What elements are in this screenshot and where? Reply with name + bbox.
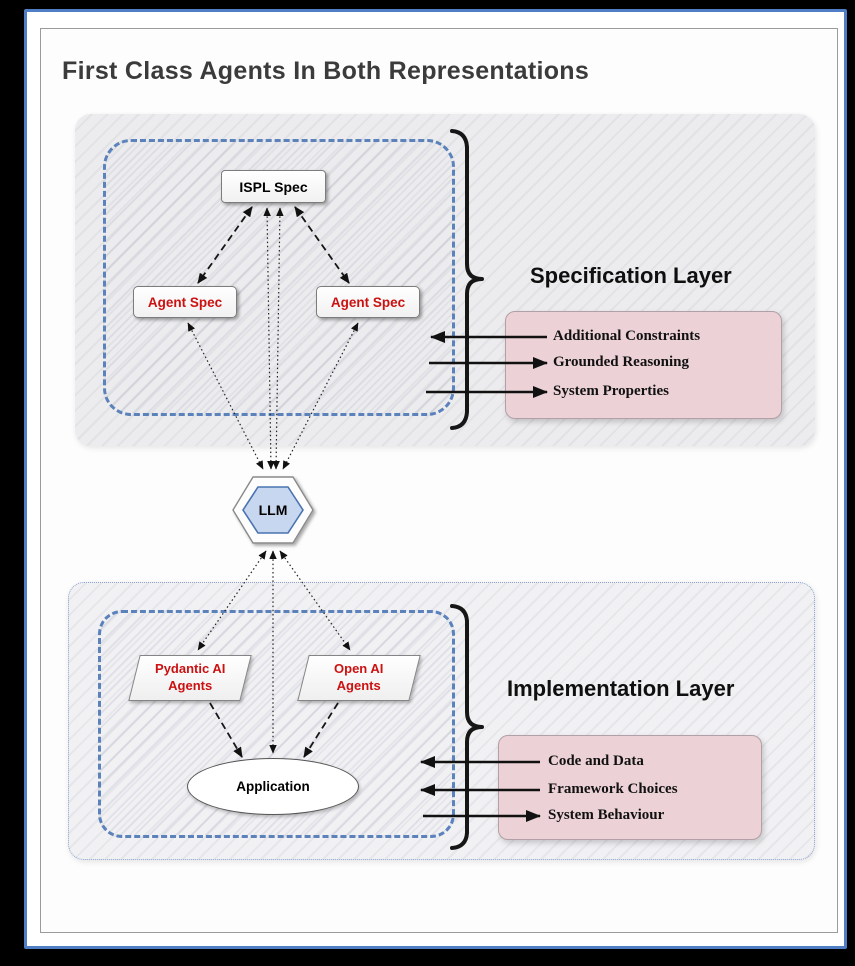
legend-item-system-behaviour: System Behaviour [548, 807, 665, 823]
ispl-spec-node: ISPL Spec [221, 170, 326, 203]
agent-spec-node-right: Agent Spec [316, 286, 420, 318]
agent-spec-node-left: Agent Spec [133, 286, 237, 318]
legend-item-framework-choices: Framework Choices [548, 781, 678, 797]
spec-legend-box [505, 311, 782, 419]
ispl-spec-label: ISPL Spec [239, 178, 308, 195]
pydantic-ai-agents-node: Pydantic AI Agents [128, 655, 252, 701]
openai-label-line1: Open AI [334, 661, 384, 677]
legend-item-grounded-reasoning: Grounded Reasoning [553, 354, 690, 370]
application-label: Application [236, 779, 310, 794]
openai-label-line2: Agents [336, 678, 382, 693]
specification-layer-label: Specification Layer [530, 263, 732, 288]
implementation-layer-label: Implementation Layer [507, 676, 735, 701]
pydantic-label-line2: Agents [167, 678, 213, 693]
open-ai-agents-label: Open AI Agents [334, 661, 383, 695]
legend-item-system-properties: System Properties [553, 383, 669, 399]
impl-legend-box [498, 735, 762, 840]
diagram-title: First Class Agents In Both Representatio… [62, 57, 590, 85]
pydantic-label-line1: Pydantic AI [154, 661, 226, 677]
agent-spec-left-label: Agent Spec [147, 294, 223, 310]
pydantic-ai-agents-label: Pydantic AI Agents [155, 661, 225, 695]
open-ai-agents-node: Open AI Agents [297, 655, 421, 701]
application-node: Application [187, 758, 359, 815]
agent-spec-right-label: Agent Spec [330, 294, 406, 310]
legend-item-code-and-data: Code and Data [548, 753, 644, 769]
legend-item-additional-constraints: Additional Constraints [553, 328, 701, 344]
